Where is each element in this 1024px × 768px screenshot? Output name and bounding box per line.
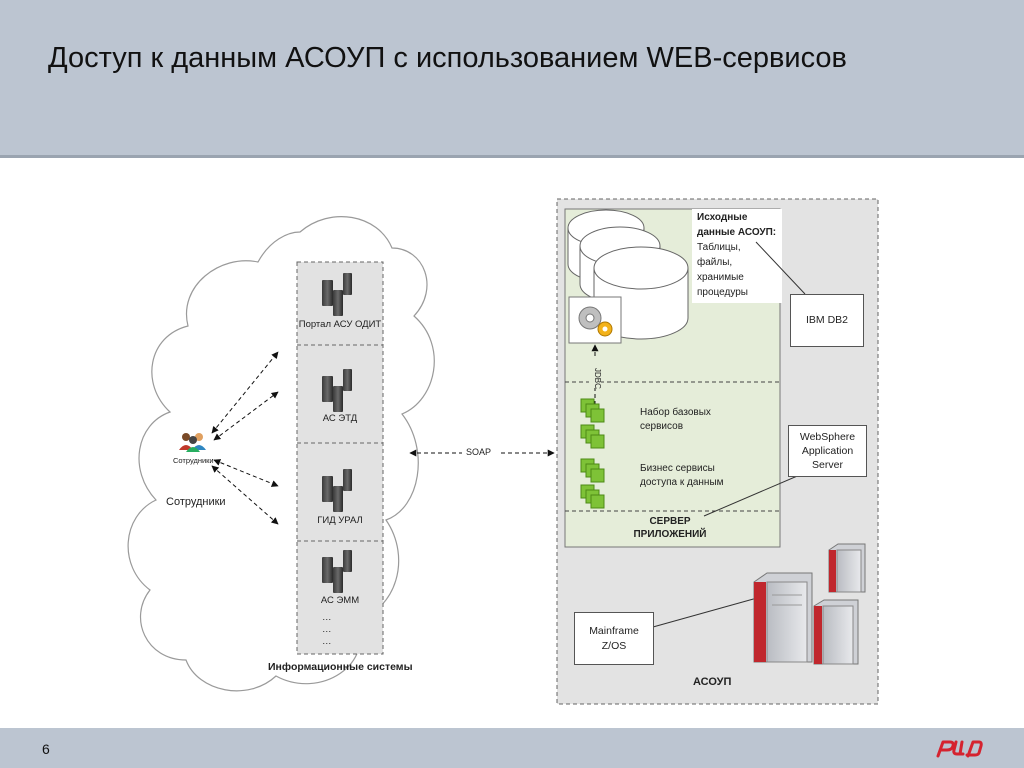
base-services-icon <box>580 398 605 449</box>
business-services-icon <box>580 458 605 509</box>
gear-icon <box>568 296 622 344</box>
ibm-db2-label: IBM DB2 <box>805 314 848 327</box>
source-data-line-6: процедуры <box>697 287 748 298</box>
info-system-label-emm: АС ЭММ <box>320 595 360 606</box>
source-data-line-4: файлы, <box>697 257 733 268</box>
mainframe-cabinet-back <box>828 543 866 593</box>
source-data-line-3: Таблицы, <box>697 242 741 253</box>
page-number: 6 <box>42 741 50 757</box>
rzd-logo <box>936 740 983 758</box>
websphere-box: WebSphere Application Server <box>788 425 867 477</box>
websphere-connector <box>703 473 803 517</box>
source-data-line-5: хранимые <box>697 272 744 283</box>
info-system-ellipsis-3: … <box>322 636 332 647</box>
business-services-line-1: Бизнес сервисы <box>640 463 715 474</box>
server-icon-emm <box>322 550 352 593</box>
mainframe-box: Mainframe Z/OS <box>574 612 654 665</box>
info-system-label-gid: ГИД УРАЛ <box>317 515 363 526</box>
soap-label: SOAP <box>466 447 492 457</box>
info-system-label-etd: АС ЭТД <box>322 413 358 424</box>
websphere-line-2: Application <box>801 444 854 457</box>
header-divider <box>0 155 1024 158</box>
asoup-label: АСОУП <box>693 676 732 688</box>
employees-icon <box>179 433 206 452</box>
server-icon-gid <box>322 469 352 512</box>
mainframe-line-2: Z/OS <box>601 639 627 652</box>
business-services-line-2: доступа к данным <box>640 477 724 488</box>
slide-title: Доступ к данным АСОУП с использованием W… <box>48 42 847 74</box>
arrow-to-etd <box>213 391 279 441</box>
mainframe-cabinet-front <box>753 572 813 663</box>
app-server-caption-1: СЕРВЕР <box>649 516 691 527</box>
source-data-title-2: данные АСОУП: <box>697 227 777 238</box>
header-bar <box>0 0 1024 155</box>
info-systems-caption: Информационные системы <box>268 661 413 673</box>
server-icon-etd <box>322 369 352 412</box>
server-icon-portal <box>322 273 352 316</box>
source-data-title-1: Исходные <box>697 212 748 223</box>
base-services-line-2: сервисов <box>640 421 684 432</box>
arrow-to-emm <box>211 465 279 525</box>
mainframe-cabinet-right <box>813 599 859 665</box>
websphere-line-3: Server <box>812 459 843 472</box>
footer-bar <box>0 728 1024 768</box>
websphere-line-1: WebSphere <box>799 430 856 443</box>
info-system-ellipsis-1: … <box>322 612 332 623</box>
network-cloud <box>127 216 435 692</box>
info-system-label-portal: Портал АСУ ОДИТ <box>298 319 382 330</box>
employees-label: Сотрудники <box>166 496 226 508</box>
db2-connector <box>755 241 806 295</box>
ibm-db2-box: IBM DB2 <box>790 294 864 347</box>
jdbc-label: JDBC <box>593 368 602 389</box>
employees-icon-caption: Сотрудники <box>173 456 214 465</box>
base-services-line-1: Набор базовых <box>640 407 711 418</box>
mainframe-line-1: Mainframe <box>589 625 639 638</box>
info-system-ellipsis-2: … <box>322 624 332 635</box>
app-server-caption-2: ПРИЛОЖЕНИЙ <box>633 529 707 540</box>
mainframe-connector <box>652 597 758 628</box>
